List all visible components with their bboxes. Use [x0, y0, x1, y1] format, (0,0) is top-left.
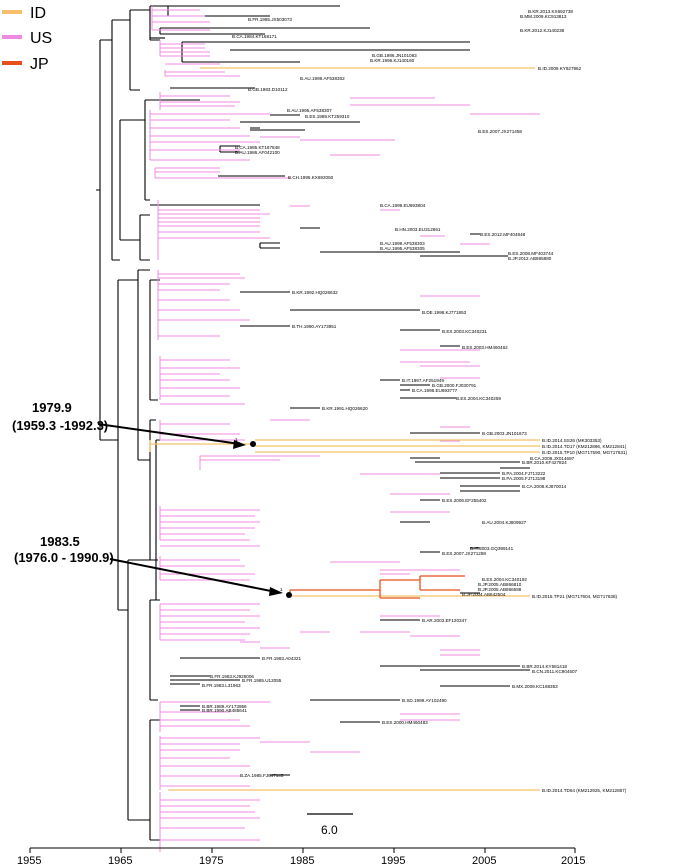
annotation-arrow: [109, 558, 277, 593]
id-tip-labels: B.ID.2009.KY927962 B.ID.2014.SS26 (MK303…: [532, 66, 628, 793]
axis-tick-label: 1955: [17, 855, 41, 865]
tip-label-id: B.ID.2014.TD64 (KM212925, KM212867): [542, 788, 627, 793]
axis-tick-label: 2005: [472, 855, 496, 865]
tip-label: B.CA.1998.EU693777: [412, 388, 458, 393]
tip-label-id: B.ID.2014.SS26 (MK303353): [542, 438, 602, 443]
tip-label: B.DE.1998.KJ771853: [422, 310, 467, 315]
tip-label: B.KR.1991.HQ026620: [322, 406, 368, 411]
node-range-label: (1959.3 -1992.3): [12, 418, 108, 433]
scale-bar: 6.0: [307, 813, 353, 837]
tip-label: B.CA.2009.JX014697: [530, 456, 575, 461]
tip-label: B.ES.2000.HM460483: [382, 720, 428, 725]
tip-label: B.PA.2004.FJ713222: [502, 471, 546, 476]
node-range-label: (1976.0 - 1990.9): [14, 550, 114, 565]
tip-label: B.FR.1983.L31963: [202, 683, 241, 688]
tip-label: B.FR.1983.A04321: [262, 656, 302, 661]
tip-label: B.GB.1986.JN101083: [372, 53, 417, 58]
tip-label: B.CA.1984.KT168171: [232, 34, 277, 39]
tip-label: B.SD.1999.AY102490: [402, 698, 447, 703]
tip-label-id: B.ID.2015.TP10 (MG717590, MG717631): [542, 450, 628, 455]
node-annotation-1: 1979.9 (1959.3 -1992.3) 1: [12, 400, 256, 449]
tip-label: B.KR.2012.KJ140238: [520, 28, 565, 33]
axis-tick-label: 1985: [290, 855, 314, 865]
tip-label: B.ES.2003.HM460462: [462, 345, 508, 350]
scale-bar-label: 6.0: [321, 823, 338, 837]
node-date-label: 1983.5: [40, 534, 80, 549]
tip-label: B.PA.2005.FJ713198: [502, 476, 546, 481]
annotation-arrow: [97, 423, 241, 445]
tip-label: B.ES.2006.EF255402: [442, 498, 487, 503]
tip-label: B.GB.2003.JN101673: [482, 431, 527, 436]
tip-label: B.AR.2003.EF120347: [422, 618, 467, 623]
tip-label: B.KR.1996.KJ140160: [370, 58, 415, 63]
node-date-label: 1979.9: [32, 400, 72, 415]
tip-label: B.CA.1985.KT167848: [235, 145, 280, 150]
black-tip-labels: B.KR.2013.KX692738 B.MM.2009.KC913813 B.…: [202, 9, 578, 778]
tip-label-id: B.ID.2014.TD17 (KM212896, KM212841): [542, 444, 627, 449]
tip-label: B.MM.2009.KC913813: [520, 14, 567, 19]
tip-label-id: B.ID.2015.TP21 (MG717604, MG717638): [532, 594, 618, 599]
arrow-head-icon: [233, 440, 246, 449]
tip-label: B.BR.1989.AY173956: [202, 704, 247, 709]
time-axis: 1955 1965 1975 1985 1995 2005 2015: [17, 847, 585, 865]
tip-label: B.JP.2005.AB866810: [478, 582, 522, 587]
tip-label: B.CH.1995.KX692050: [288, 175, 334, 180]
tip-label: B.CA.1999.EU693804: [380, 203, 426, 208]
tip-label: B.ES.2008.MF403744: [508, 251, 554, 256]
axis-tick-label: 2015: [561, 855, 585, 865]
axis-tick-label: 1995: [381, 855, 405, 865]
legend: ID US JP: [2, 5, 52, 73]
tip-label: B.ES.1989.KT259310: [305, 114, 350, 119]
tip-label: B.FR.1983.KJ925006: [210, 674, 254, 679]
tip-label: B.KR.2013.KX692738: [528, 9, 573, 14]
tip-label: B.JP.2012.AB865880: [508, 256, 552, 261]
tip-label: B.ES.2004.KC340192: [482, 577, 527, 582]
tip-label: B.CN.2011.KC904507: [532, 669, 578, 674]
node-index-label: 1: [235, 437, 238, 442]
legend-label-jp: JP: [30, 56, 49, 73]
tip-label: B.HN.2003.EU312661: [395, 227, 441, 232]
tip-label: B.TH.1990.AY173951: [292, 324, 337, 329]
tip-label: B.ES.2007.JX271458: [478, 129, 522, 134]
tip-label: B.AU.1999.AF538302: [300, 76, 345, 81]
tip-label: B.BR.1990.AB485641: [202, 708, 247, 713]
tip-label: B.JP.2004.AB642504: [462, 592, 506, 597]
tip-label: B.AU.1995.AF538305: [380, 246, 425, 251]
node-index-label: 1: [280, 587, 283, 592]
tip-label: B.GB.2000.FJ030791: [432, 383, 477, 388]
tip-label: B.ES.2012.MF404848: [480, 232, 526, 237]
tip-label: B.MX.2009.KC168353: [512, 684, 558, 689]
tip-label: B.BR.2010.KF427824: [522, 460, 567, 465]
tree-backbone: [96, 5, 530, 841]
node-annotation-2: 1983.5 (1976.0 - 1990.9) 1: [14, 534, 292, 598]
legend-label-id: ID: [30, 5, 46, 22]
arrow-head-icon: [269, 587, 283, 596]
tip-label: B.ZA.1985.FJ647145: [240, 773, 284, 778]
tip-label: B.AU.1999.AF538303: [380, 241, 425, 246]
tip-label: B.ES.2004.KC340259: [456, 396, 501, 401]
tip-label: B.JP.2005.AB866588: [478, 587, 522, 592]
tip-label: B.AU.2004.KJ809927: [482, 520, 527, 525]
tip-label: B.BR.2014.KY581418: [522, 664, 567, 669]
jp-lineages: [289, 575, 465, 599]
tip-label: B.ES.2003.KC340231: [442, 329, 487, 334]
tip-label: B.ES.2007.JX271288: [442, 551, 486, 556]
ancestral-node-marker: [250, 441, 256, 447]
axis-tick-label: 1975: [199, 855, 223, 865]
legend-label-us: US: [30, 30, 52, 47]
axis-tick-label: 1965: [108, 855, 132, 865]
tip-label: B.CA.2008.KJ870014: [522, 484, 567, 489]
tip-label: B.AU.1995.AF538307: [287, 108, 332, 113]
id-lineages: [149, 67, 540, 791]
tip-label: B.FR.1985.U12055: [242, 678, 282, 683]
ancestral-node-marker: [286, 592, 292, 598]
tip-label-id: B.ID.2009.KY927962: [538, 66, 582, 71]
tip-label: B.GB.1983.D10112: [248, 87, 288, 92]
tip-label: B.AU.1986.AF042100: [235, 150, 280, 155]
tip-label: B.FR.1985.JX503073: [248, 17, 292, 22]
tip-label: B.IT.2003.GQ399141: [470, 546, 514, 551]
tip-label: B.IT.1997.AF251949: [402, 378, 444, 383]
tip-label: B.KR.1992.HQ026632: [292, 290, 338, 295]
